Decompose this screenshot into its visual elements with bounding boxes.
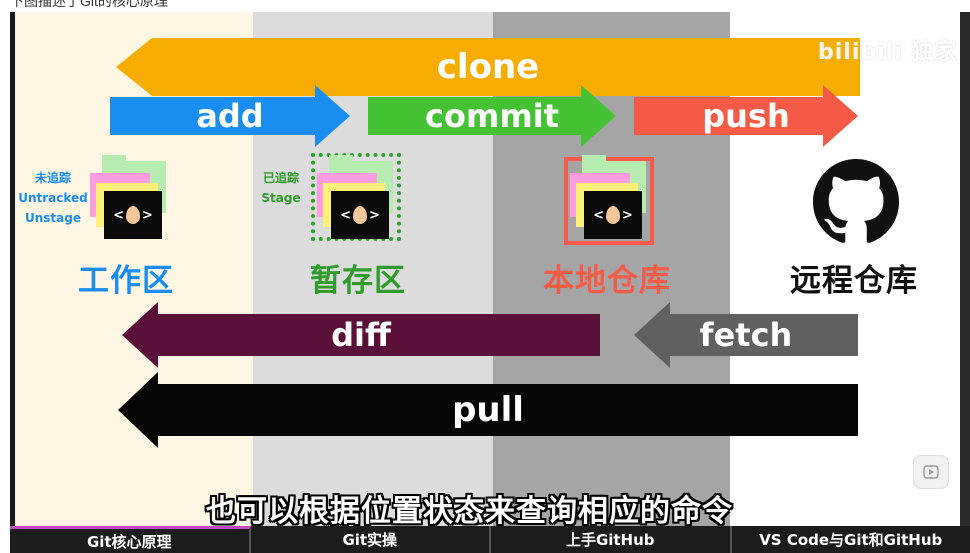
working-files-icon: <> <box>90 155 170 239</box>
dotted-border <box>311 153 401 241</box>
label-remote-repo: 远程仓库 <box>790 263 918 299</box>
staged-files-icon: <> <box>311 153 401 241</box>
label-staging-area: 暂存区 <box>310 263 406 299</box>
commit-label: commit <box>425 97 559 135</box>
chapter-bar: Git核心原理 Git实操 上手GitHub VS Code与Git和GitHu… <box>10 526 970 553</box>
pull-arrow: pull <box>118 372 858 448</box>
egg-icon <box>353 206 367 224</box>
local-repo-files-icon: <> <box>564 155 654 245</box>
left-edge-bar <box>10 12 15 526</box>
repo-border <box>564 157 654 245</box>
video-subtitle: 也可以根据位置状态来查询相应的命令 <box>206 494 733 526</box>
diff-label: diff <box>331 316 391 354</box>
chapter-git-core[interactable]: Git核心原理 <box>10 526 251 553</box>
chapter-vscode[interactable]: VS Code与Git和GitHub <box>759 531 943 549</box>
page-caption: 下图描述了Git的核心原理 <box>10 0 168 9</box>
bilibili-watermark: bilibili 独家 <box>818 40 958 65</box>
pull-label: pull <box>452 390 524 430</box>
diagram-stage: clone add commit push 未追踪 Untracked Unst… <box>10 12 970 526</box>
egg-icon <box>606 206 620 224</box>
add-label: add <box>196 97 264 135</box>
untracked-en: Untracked <box>18 191 88 205</box>
tracked-en: Stage <box>261 191 301 205</box>
label-local-repo: 本地仓库 <box>543 263 671 299</box>
label-working-directory: 工作区 <box>78 263 174 299</box>
clone-label: clone <box>436 47 540 87</box>
untracked-cn: 未追踪 <box>34 171 71 185</box>
unstage-en: Unstage <box>25 211 81 225</box>
tracked-note: 已追踪 Stage <box>256 168 306 208</box>
chapter-git-practice[interactable]: Git实操 <box>251 526 491 553</box>
clone-arrow: clone <box>116 38 860 96</box>
right-edge-bar <box>960 12 970 526</box>
push-label: push <box>702 97 790 135</box>
github-icon <box>813 159 899 243</box>
play-icon[interactable] <box>913 455 949 489</box>
egg-icon <box>126 206 140 224</box>
play-triangle-icon <box>923 465 939 479</box>
untracked-note: 未追踪 Untracked Unstage <box>14 168 92 228</box>
chapter-github[interactable]: 上手GitHub <box>491 526 732 553</box>
tracked-cn: 已追踪 <box>262 171 299 185</box>
fetch-label: fetch <box>699 316 793 354</box>
